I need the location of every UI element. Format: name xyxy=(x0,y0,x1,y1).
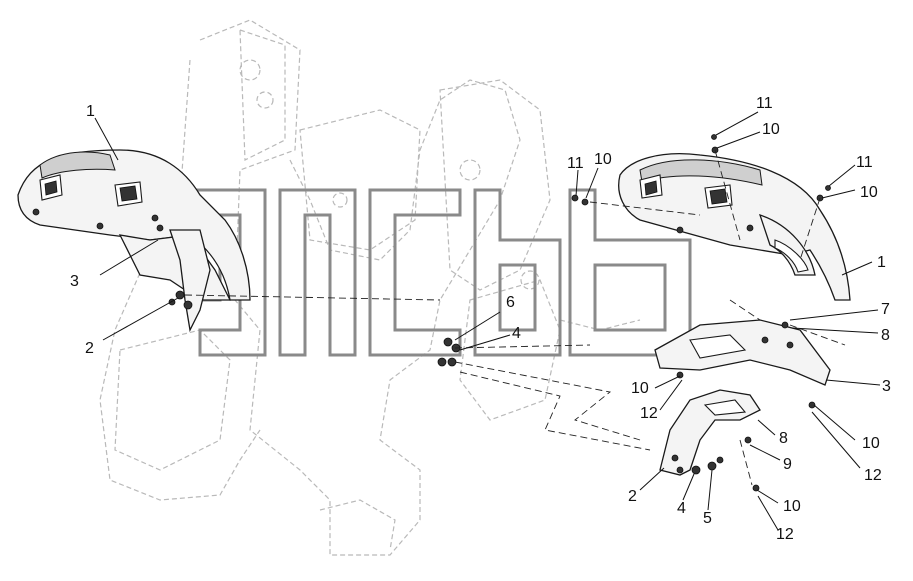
callout-mid-10: 10 xyxy=(594,151,612,168)
callout-l-10: 10 xyxy=(631,380,649,397)
middle-hardware xyxy=(437,337,461,367)
callout-r-10: 10 xyxy=(862,435,880,452)
callout-b-8: 8 xyxy=(779,430,788,447)
callout-r-3: 3 xyxy=(882,378,891,395)
callout-r-7: 7 xyxy=(881,301,890,318)
callout-b-5: 5 xyxy=(703,510,712,527)
watermark-logo: TM xyxy=(193,188,692,357)
callout-left-3: 3 xyxy=(70,273,79,290)
callout-mid-4: 4 xyxy=(512,325,521,342)
leader-lines xyxy=(94,111,881,531)
callout-r-8: 8 xyxy=(881,327,890,344)
callout-right-11: 11 xyxy=(856,154,873,171)
callout-b-2: 2 xyxy=(628,488,637,505)
callout-right-1: 1 xyxy=(877,254,886,271)
callout-labels: 1 3 2 6 4 11 10 11 10 11 10 1 7 8 3 10 1… xyxy=(70,95,891,543)
callout-b-9: 9 xyxy=(783,456,792,473)
callout-mid-6: 6 xyxy=(506,294,515,311)
callout-b-10: 10 xyxy=(783,498,801,515)
callout-b-12: 12 xyxy=(776,526,794,543)
callout-top-10: 10 xyxy=(762,121,780,138)
right-fender-assembly xyxy=(571,134,851,492)
callout-l-12: 12 xyxy=(640,405,658,422)
callout-b-4: 4 xyxy=(677,500,686,517)
callout-r-12: 12 xyxy=(864,467,882,484)
callout-top-11: 11 xyxy=(756,95,773,112)
callout-mid-11: 11 xyxy=(567,155,584,172)
assembly-lines xyxy=(184,149,846,486)
callout-left-2: 2 xyxy=(85,340,94,357)
left-fender-assembly xyxy=(17,149,251,333)
callout-left-1: 1 xyxy=(86,103,95,120)
callout-right-10: 10 xyxy=(860,184,878,201)
